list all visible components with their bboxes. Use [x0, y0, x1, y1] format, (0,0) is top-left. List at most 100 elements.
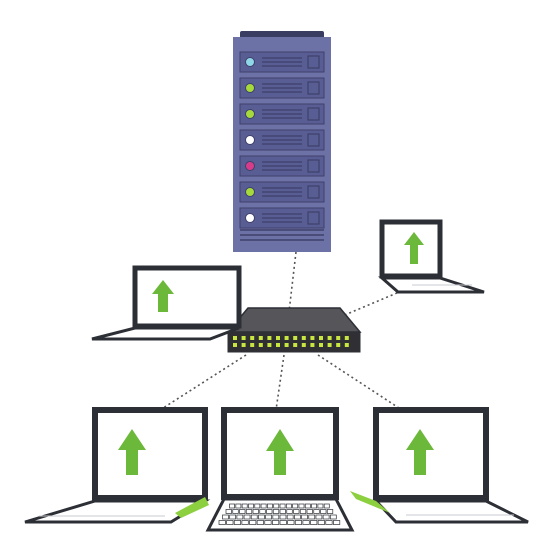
- key: [233, 520, 242, 525]
- switch-port: [233, 336, 237, 340]
- link-switch-laptop-bottom-left: [159, 354, 247, 411]
- link-switch-laptop-right-small: [339, 289, 405, 318]
- switch-port: [267, 343, 272, 347]
- upload-arrow-icon: [266, 429, 294, 475]
- switch-port: [344, 343, 349, 347]
- key: [320, 509, 327, 514]
- key: [241, 503, 248, 509]
- status-led-icon: [245, 83, 255, 93]
- switch-port: [284, 343, 289, 347]
- laptop-right-small: [378, 219, 485, 294]
- switch-ports: [233, 336, 349, 347]
- key: [239, 509, 246, 514]
- switch-port: [327, 336, 332, 340]
- server-slots: [239, 51, 325, 229]
- upload-arrow-icon: [406, 429, 434, 475]
- key: [299, 509, 307, 514]
- key: [311, 503, 318, 509]
- keyboard: [218, 503, 341, 525]
- key: [218, 520, 226, 525]
- switch-port: [276, 343, 280, 347]
- status-led-icon: [245, 187, 255, 197]
- key: [256, 520, 264, 525]
- switch-port: [344, 336, 349, 340]
- switch-port: [301, 343, 306, 347]
- key: [236, 514, 244, 520]
- status-led-icon: [245, 161, 255, 171]
- laptop-bottom-left: [24, 407, 211, 524]
- laptop-bottom-center: [205, 407, 355, 532]
- switch-port: [319, 336, 323, 340]
- key: [266, 509, 273, 514]
- link-server-switch: [288, 251, 297, 313]
- key: [286, 514, 294, 520]
- switch-port: [250, 343, 255, 347]
- key: [243, 514, 251, 520]
- status-led-icon: [245, 57, 255, 67]
- laptop-left-small: [91, 265, 242, 341]
- key: [294, 514, 301, 520]
- key: [317, 520, 325, 525]
- key: [265, 514, 272, 520]
- key: [304, 503, 311, 509]
- key: [323, 503, 330, 509]
- key: [249, 520, 257, 525]
- key: [279, 503, 286, 509]
- key: [333, 520, 341, 525]
- switch-port: [233, 343, 237, 347]
- key: [279, 509, 286, 514]
- switch-port: [310, 343, 315, 347]
- switch-port: [241, 343, 246, 347]
- switch-port: [276, 336, 280, 340]
- key: [264, 520, 272, 525]
- switch-port: [284, 336, 289, 340]
- key: [317, 503, 324, 509]
- key: [272, 509, 280, 514]
- key: [322, 514, 330, 520]
- key: [325, 520, 333, 525]
- server-slot: [239, 51, 325, 73]
- key: [313, 509, 320, 514]
- upload-arrow-icon: [152, 280, 174, 312]
- key: [229, 503, 235, 509]
- server-slot: [239, 207, 325, 229]
- key: [326, 509, 334, 514]
- key: [294, 520, 303, 525]
- switch-port: [258, 343, 263, 347]
- switch-port: [267, 336, 272, 340]
- switch-port: [293, 343, 298, 347]
- key: [222, 514, 229, 520]
- switch-port: [250, 336, 255, 340]
- key: [260, 503, 267, 509]
- status-led-icon: [245, 109, 255, 119]
- switch-port: [301, 336, 306, 340]
- key: [272, 514, 280, 520]
- laptop-bottom-right: [350, 407, 529, 524]
- key: [259, 509, 266, 514]
- server-slot: [239, 181, 325, 203]
- key: [273, 503, 280, 509]
- key: [306, 509, 313, 514]
- key: [315, 514, 323, 520]
- key: [292, 503, 299, 509]
- key: [225, 509, 232, 514]
- key: [279, 520, 287, 525]
- key: [267, 503, 273, 509]
- status-led-icon: [245, 213, 255, 223]
- server-slot: [239, 129, 325, 151]
- key: [287, 520, 295, 525]
- key: [229, 514, 237, 520]
- status-led-icon: [245, 135, 255, 145]
- key: [254, 503, 261, 509]
- switch-port: [327, 343, 332, 347]
- key: [293, 509, 300, 514]
- key: [235, 503, 242, 509]
- switch-port: [310, 336, 315, 340]
- switch-port: [293, 336, 298, 340]
- key: [329, 514, 337, 520]
- key: [250, 514, 258, 520]
- key: [226, 520, 234, 525]
- switch-port: [258, 336, 263, 340]
- key: [302, 520, 310, 525]
